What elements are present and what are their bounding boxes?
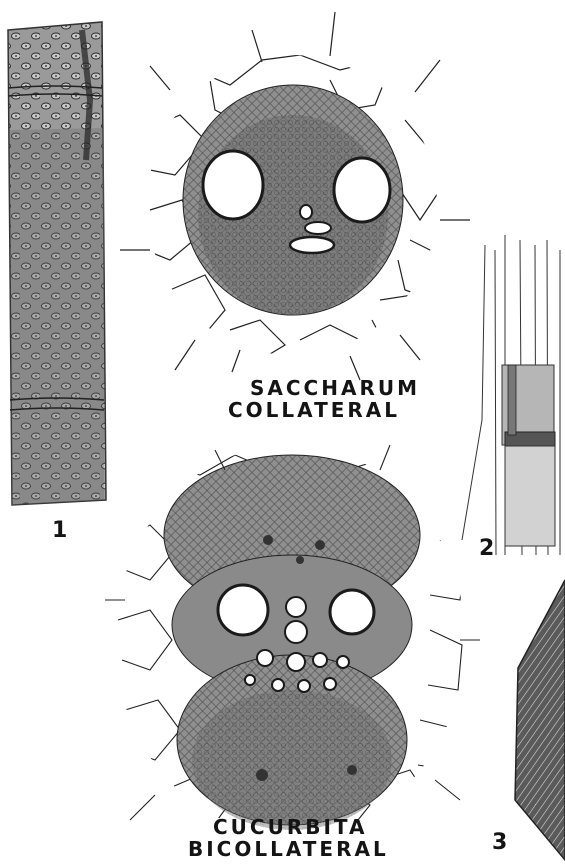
saccharum-caption: SACCHARUM [250, 376, 420, 400]
bicollateral-label: BICOLLATERAL [188, 837, 389, 861]
figure-1-pitted-vessel [8, 22, 106, 505]
figure-number-2: 2 [479, 536, 494, 561]
figure-2-sieve-tube [462, 235, 560, 555]
bicollateral-caption: BICOLLATERAL [188, 837, 389, 861]
figure-3-striated-wall [515, 580, 565, 860]
cucurbita-caption: CUCURBITA [213, 815, 368, 839]
cucurbita-name: CUCURBITA [213, 815, 368, 839]
collateral-caption: COLLATERAL [228, 398, 400, 422]
collateral-label: COLLATERAL [228, 398, 400, 422]
figure-number-1: 1 [52, 518, 67, 543]
cucurbita-bundle-section [105, 445, 480, 840]
figure-number-3: 3 [492, 830, 507, 855]
saccharum-bundle-section [120, 12, 470, 380]
saccharum-name: SACCHARUM [250, 376, 420, 400]
